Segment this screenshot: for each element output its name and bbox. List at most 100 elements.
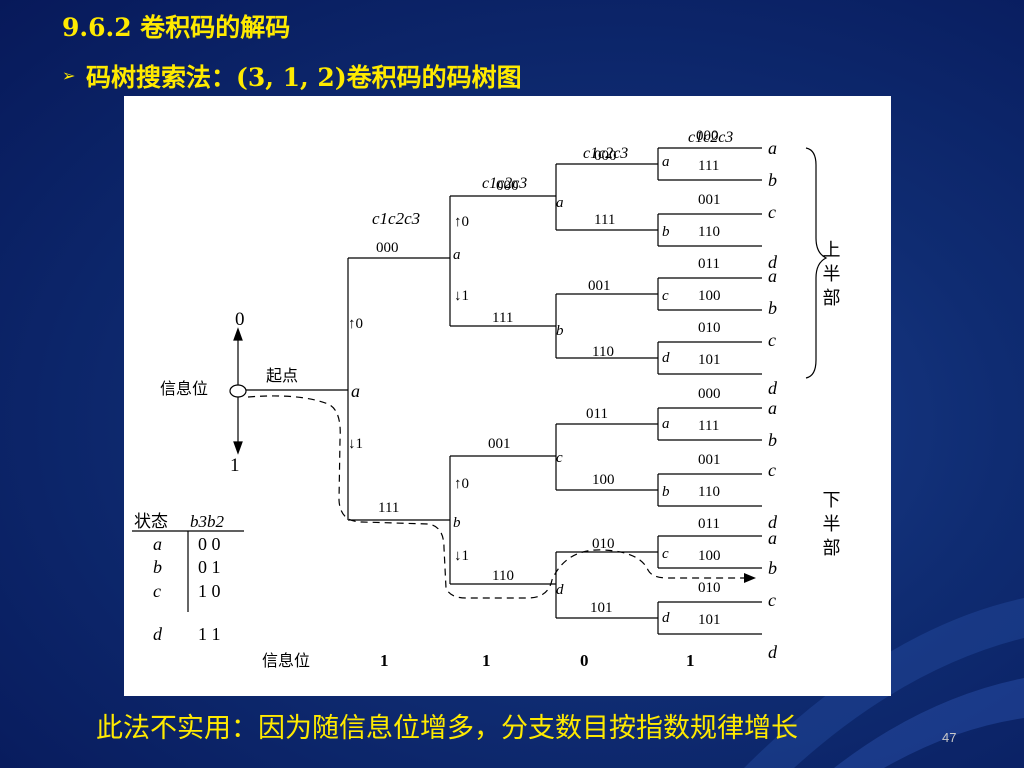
node-state-b: b — [556, 323, 564, 339]
footer-note: 此法不实用：因为随信息位增多，分支数目按指数规律增长 — [96, 713, 798, 744]
leaf-code: 111 — [698, 418, 719, 434]
info-bit: 1 — [380, 651, 389, 670]
state-row-bits: 1 0 — [198, 581, 221, 601]
upper-half-label: 上半部 — [820, 240, 841, 312]
leaf-state: a — [768, 138, 777, 158]
arrow-down-1-level2a: ↓1 — [454, 288, 469, 304]
level2-code: 000 — [496, 178, 519, 194]
leaf-code: 101 — [698, 612, 721, 628]
level3-code: 011 — [586, 406, 608, 422]
lower-half-label: 下半部 — [820, 490, 841, 562]
leaf-state: c — [768, 590, 776, 610]
leaf-code: 111 — [698, 158, 719, 174]
state-row-bits: 1 1 — [198, 624, 221, 644]
node-state-a: a — [556, 195, 564, 211]
node-state-a: a — [453, 247, 461, 263]
leaf-state: b — [768, 170, 777, 190]
tree-branches — [233, 147, 828, 635]
level2-code: 110 — [492, 568, 514, 584]
decoding-path — [247, 395, 746, 599]
leaf-code: 010 — [698, 580, 721, 596]
leaf-code: 000 — [698, 386, 721, 402]
state-row-bits: 0 0 — [198, 534, 221, 554]
arrow-up-0-level2a: ↑0 — [454, 214, 469, 230]
level3-code: 101 — [590, 600, 613, 616]
node-state-b: b — [662, 484, 670, 500]
state-table-header-bits: b3b2 — [190, 512, 225, 531]
node-state-d: d — [556, 582, 564, 598]
level3-code: 010 — [592, 536, 615, 552]
node-state-c: c — [662, 546, 669, 562]
node-state-c: c — [556, 450, 563, 466]
node-state-a: a — [662, 154, 670, 170]
leaf-state: a — [768, 528, 777, 548]
c-header-level2: c1c2c3 — [482, 175, 527, 192]
node-state-a: a — [662, 416, 670, 432]
leaf-state: b — [768, 430, 777, 450]
level3-code: 000 — [594, 148, 617, 164]
path-arrowhead-icon — [744, 573, 756, 583]
c-header-level4: c1c2c3 — [688, 129, 733, 146]
state-row-state: d — [153, 624, 163, 644]
c-header-level3: c1c2c3 — [583, 145, 628, 162]
leaf-code: 110 — [698, 224, 720, 240]
node-state-b: b — [662, 224, 670, 240]
leaf-code: 001 — [698, 192, 721, 208]
leaf-code: 101 — [698, 352, 721, 368]
state-row-state: b — [153, 557, 162, 577]
leaf-state: c — [768, 460, 776, 480]
leaf-state: a — [768, 266, 777, 286]
root-down-bit: 1 — [230, 455, 240, 476]
leaf-state: d — [768, 512, 778, 532]
state-row-bits: 0 1 — [198, 557, 221, 577]
arrow-up-0-level2b: ↑0 — [454, 476, 469, 492]
root-info-label: 信息位 — [160, 379, 208, 398]
page-number: 47 — [942, 730, 957, 745]
node-state-d: d — [662, 350, 670, 366]
level2-code: 111 — [492, 310, 513, 326]
state-row-state: c — [153, 581, 161, 601]
arrow-up-0-level1: ↑0 — [348, 316, 363, 332]
level3-code: 001 — [588, 278, 611, 294]
state-table: 状态 b3b2 a 0 0 b 0 1 c 1 0 d 1 1 — [132, 512, 244, 644]
level3-code: 100 — [592, 472, 615, 488]
bullet-text: 码树搜索法：(3, 1, 2)卷积码的码树图 — [86, 63, 522, 92]
state-row-state: a — [153, 534, 162, 554]
leaf-state: d — [768, 378, 778, 398]
level2-code: 001 — [488, 436, 511, 452]
root-up-bit: 0 — [235, 309, 245, 330]
arrow-down-1-level1: ↓1 — [348, 436, 363, 452]
code-tree-diagram: 0 1 信息位 起点 a c1c2c3 000 111 ↑0 ↓1 c1c2c3… — [132, 128, 841, 670]
root-node — [229, 384, 247, 398]
leaf-code: 100 — [698, 548, 721, 564]
leaf-code: 010 — [698, 320, 721, 336]
arrow-down-1-level2b: ↓1 — [454, 548, 469, 564]
leaf-state: a — [768, 398, 777, 418]
leaf-state: b — [768, 558, 777, 578]
node-state-a: a — [351, 381, 360, 401]
leaf-code: 001 — [698, 452, 721, 468]
node-state-d: d — [662, 610, 670, 626]
node-state-b: b — [453, 515, 461, 531]
level1-down-code: 111 — [378, 500, 399, 516]
level1-up-code: 000 — [376, 240, 399, 256]
slide-title: 9.6.2 卷积码的解码 — [62, 13, 291, 42]
info-bits-label: 信息位 — [262, 651, 310, 670]
leaf-code: 011 — [698, 256, 720, 272]
level3-code: 111 — [594, 212, 615, 228]
leaf-code: 110 — [698, 484, 720, 500]
info-bit: 0 — [580, 651, 589, 670]
leaf-state: c — [768, 202, 776, 222]
info-bit: 1 — [482, 651, 491, 670]
leaf-code: 100 — [698, 288, 721, 304]
start-label: 起点 — [266, 366, 298, 385]
leaf-codes: 111 001 110 011 100 010 101 000 111 001 110 011 100 0… — [496, 128, 721, 628]
node-state-c: c — [662, 288, 669, 304]
leaf-code: 000 — [696, 128, 719, 144]
leaf-code: 011 — [698, 516, 720, 532]
leaf-state: c — [768, 330, 776, 350]
level3-code: 110 — [592, 344, 614, 360]
code-tree-figure: 0 1 信息位 起点 a c1c2c3 000 111 ↑0 ↓1 c1c2c3… — [124, 96, 891, 696]
info-bit: 1 — [686, 651, 695, 670]
